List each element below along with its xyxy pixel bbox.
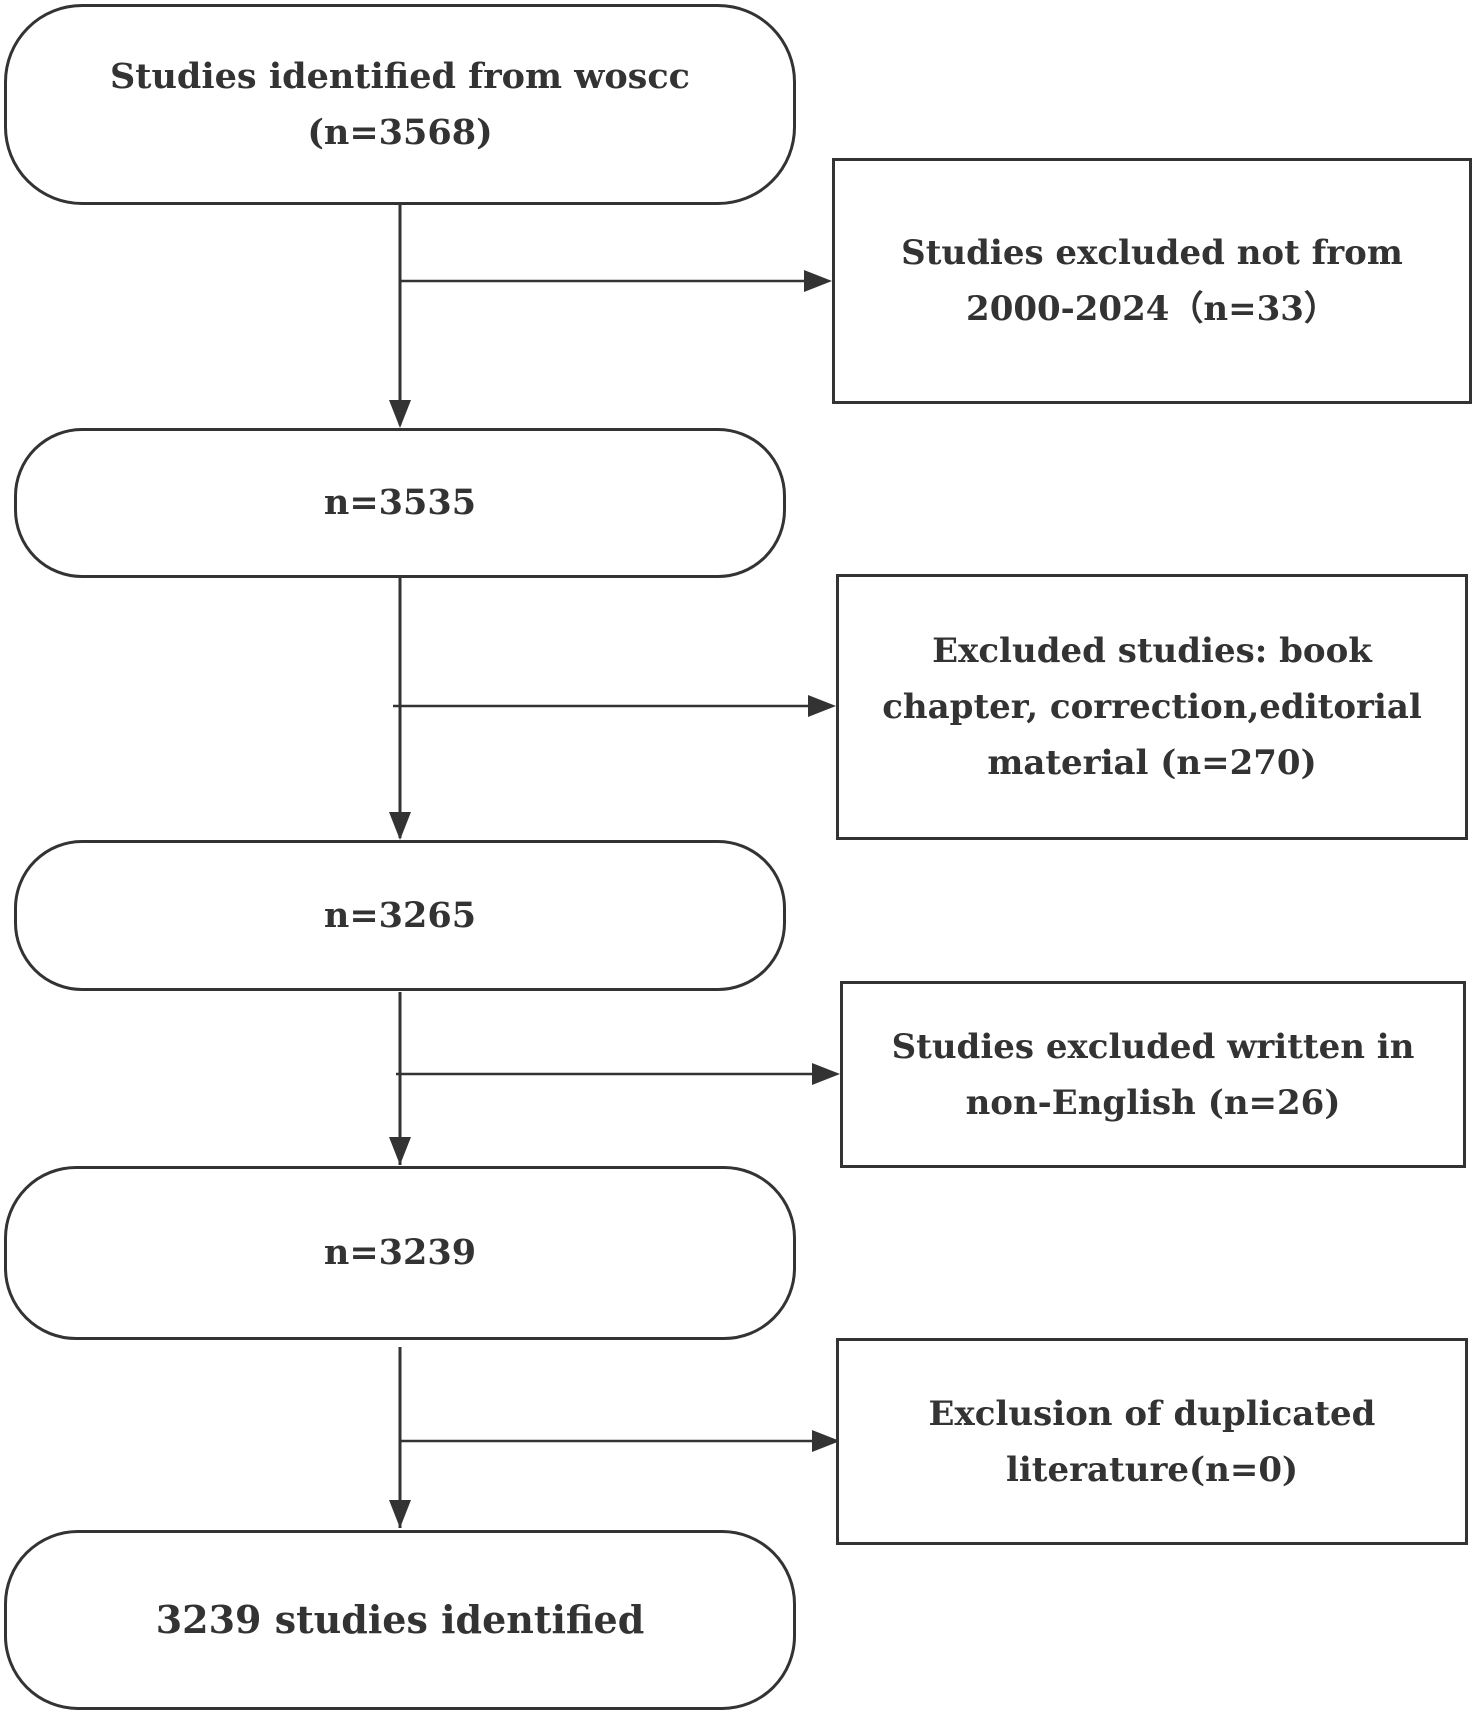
flow-box-start: Studies identified from woscc (n=3568)	[4, 4, 796, 205]
exclusion-box-language: Studies excluded written in non-English …	[840, 981, 1466, 1168]
arrowhead-exclusion-types	[808, 695, 836, 717]
flow-box-step2-label: n=3265	[323, 894, 477, 936]
exclusion-box-language-label: Studies excluded written in non-English …	[891, 1026, 1415, 1123]
flow-box-step3: n=3239	[4, 1166, 796, 1340]
flow-box-step3-label: n=3239	[323, 1232, 477, 1273]
arrowhead-step1	[389, 400, 411, 428]
arrowhead-final	[389, 1500, 411, 1528]
arrowhead-exclusion-language	[812, 1063, 840, 1085]
exclusion-box-duplicates: Exclusion of duplicated literature(n=0)	[836, 1338, 1468, 1545]
flow-box-step1: n=3535	[14, 428, 786, 578]
exclusion-box-years-label: Studies excluded not from 2000-2024（n=33…	[901, 233, 1403, 329]
exclusion-box-types-label: Excluded studies: book chapter, correcti…	[882, 631, 1422, 783]
exclusion-box-types: Excluded studies: book chapter, correcti…	[836, 574, 1468, 840]
arrowhead-exclusion-duplicates	[812, 1430, 840, 1452]
arrowhead-step2	[389, 812, 411, 840]
flow-box-final-label: 3239 studies identified	[155, 1597, 645, 1642]
flow-box-start-label: Studies identified from woscc (n=3568)	[110, 55, 690, 153]
flow-box-step1-label: n=3535	[323, 482, 477, 523]
exclusion-box-years: Studies excluded not from 2000-2024（n=33…	[832, 158, 1472, 404]
arrowhead-exclusion-years	[804, 270, 832, 292]
arrowhead-step3	[389, 1137, 411, 1165]
flow-box-final: 3239 studies identified	[4, 1530, 796, 1710]
flow-box-step2: n=3265	[14, 840, 786, 991]
exclusion-box-duplicates-label: Exclusion of duplicated literature(n=0)	[928, 1393, 1376, 1490]
